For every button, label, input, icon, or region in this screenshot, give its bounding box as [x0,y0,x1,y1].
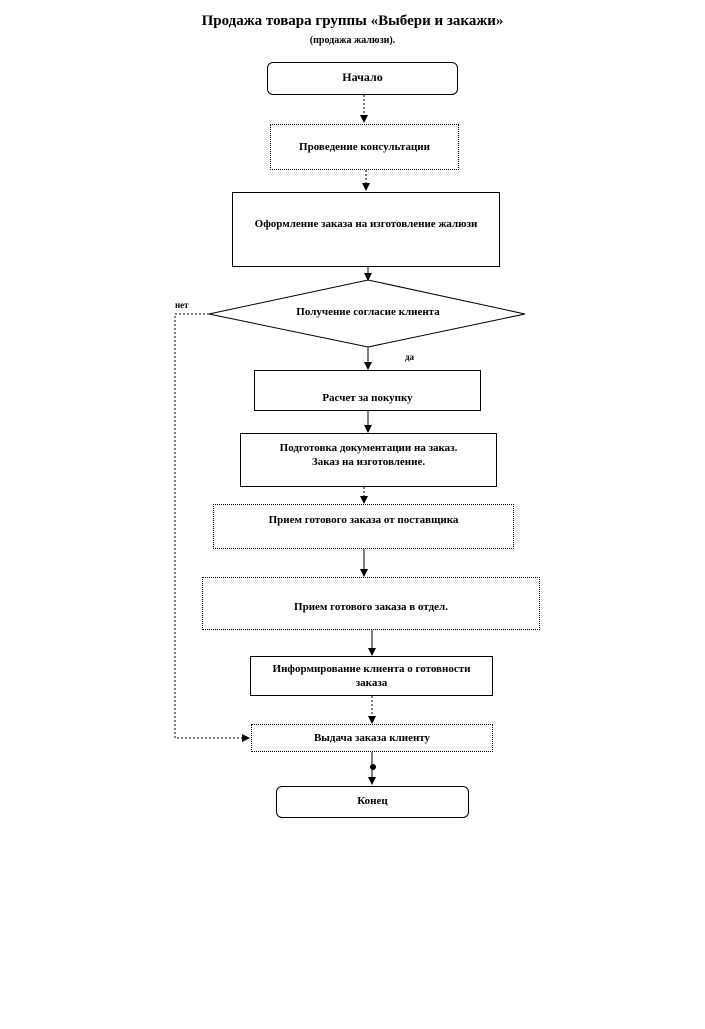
end-label: Конец [357,795,388,807]
receive-dept-node: Прием готового заказа в отдел. [202,577,540,630]
order-form-label: Оформление заказа на изготовление жалюзи [254,218,478,230]
diagram-title: Продажа товара группы «Выбери и закажи» [201,13,504,29]
start-label: Начало [342,70,383,84]
docs-node: Подготовка документации на заказ. Заказ … [240,433,497,487]
start-node: Начало [267,62,458,95]
junction-dot [370,764,376,770]
end-node: Конец [276,786,469,818]
deliver-node: Выдача заказа клиенту [251,724,493,752]
decision-label: Получение согласие клиента [268,305,468,321]
yes-label: да [405,352,415,362]
inform-label-line1: Информирование клиента о готовности [272,663,471,675]
arrow-no-branch [174,313,250,742]
deliver-label: Выдача заказа клиенту [313,732,431,744]
receive-supplier-label: Прием готового заказа от поставщика [268,514,459,526]
inform-label-line2: заказа [355,677,388,690]
order-form-node: Оформление заказа на изготовление жалюзи [232,192,500,267]
no-label: нет [175,300,189,310]
receive-dept-label: Прием готового заказа в отдел. [294,601,448,613]
payment-node: Расчет за покупку [254,370,481,411]
docs-label-line1: Подготовка документации на заказ. [279,442,458,454]
inform-node: Информирование клиента о готовности зака… [250,656,493,696]
docs-label-line2: Заказ на изготовление. [311,456,426,469]
decision-text: Получение согласие клиента [296,306,440,318]
consult-label: Проведение консультации [299,141,430,153]
consult-node: Проведение консультации [270,124,459,170]
payment-label: Расчет за покупку [322,392,413,404]
receive-supplier-node: Прием готового заказа от поставщика [213,504,514,549]
diagram-subtitle: (продажа жалюзи). [309,35,396,46]
